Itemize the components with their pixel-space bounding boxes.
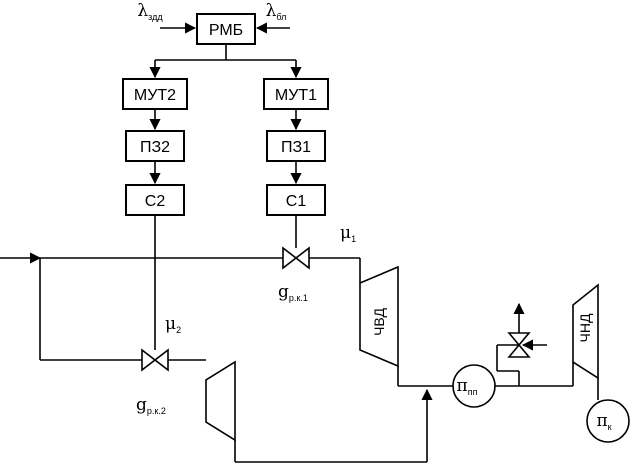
block-c2-label: С2: [145, 193, 166, 210]
condenser-pressure-node: [586, 399, 630, 443]
block-c1: С1: [266, 184, 326, 216]
block-mut1: МУТ1: [263, 78, 329, 110]
control-valve-2: [141, 348, 169, 372]
control-valve-1: [282, 246, 310, 270]
block-mut2-label: МУТ2: [134, 87, 176, 104]
block-pz2: ПЗ2: [125, 130, 185, 162]
g-rk2-symbol: gр.к.2: [136, 395, 166, 416]
turbine-ip: [205, 360, 236, 442]
lambda-set-symbol: λздд: [137, 1, 163, 22]
block-mut1-label: МУТ1: [275, 87, 317, 104]
turbine-lp-label: ЧНД: [577, 313, 593, 342]
block-c1-label: С1: [286, 193, 307, 210]
block-pz1: ПЗ1: [266, 130, 326, 162]
pi-pp-symbol: πпп: [457, 376, 478, 397]
g-rk1-symbol: gр.к.1: [278, 282, 308, 303]
block-rmb: РМБ: [196, 13, 256, 45]
pi-k-symbol: πк: [596, 411, 611, 432]
turbine-lp: ЧНД: [572, 283, 599, 380]
block-mut2: МУТ2: [122, 78, 188, 110]
block-pz1-label: ПЗ1: [281, 139, 311, 156]
block-rmb-label: РМБ: [209, 22, 243, 39]
lambda-bl-symbol: λбл: [266, 1, 287, 22]
block-c2: С2: [125, 184, 185, 216]
turbine-hp: ЧВД: [359, 265, 399, 368]
block-pz2-label: ПЗ2: [140, 139, 170, 156]
mu2-symbol: μ2: [165, 314, 181, 335]
mu1-symbol: μ1: [340, 223, 356, 244]
turbine-hp-label: ЧВД: [371, 308, 387, 336]
